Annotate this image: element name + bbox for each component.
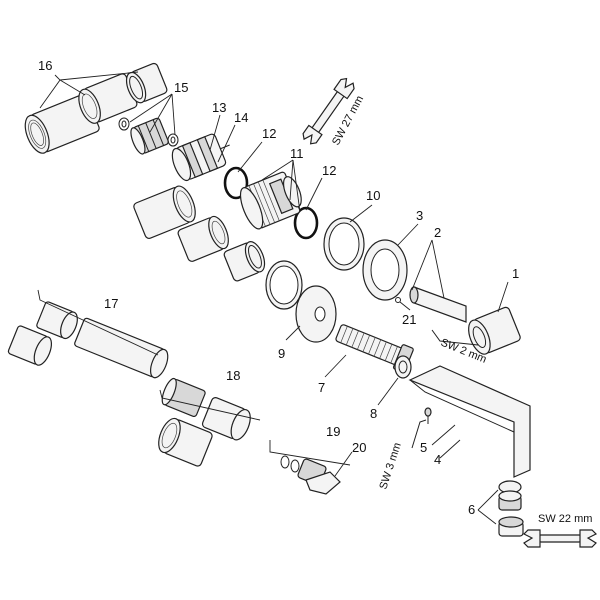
part-1-handle-cap: [468, 306, 521, 355]
part-9-ring-upper: [265, 260, 303, 310]
part-3-rosette: [362, 239, 408, 301]
part-6-aerator: [498, 480, 524, 537]
callout-7: 7: [318, 380, 325, 395]
callout-13: 13: [212, 100, 226, 115]
wrench-bottom-icon: [522, 529, 598, 548]
allen-key-3-icon: [411, 419, 427, 449]
callout-12-right: 12: [322, 163, 336, 178]
callout-5: 5: [420, 440, 427, 455]
part-17-tube-set: [7, 301, 169, 379]
callout-9: 9: [278, 346, 285, 361]
callout-18: 18: [226, 368, 240, 383]
callout-8: 8: [370, 406, 377, 421]
label-sw-3: SW 3 mm: [377, 441, 403, 491]
callout-15: 15: [174, 80, 188, 95]
callout-2: 2: [434, 225, 441, 240]
part-9-cover-plate: [295, 285, 337, 343]
part-18-valve-set: [158, 377, 251, 467]
callout-16: 16: [38, 58, 52, 73]
allen-key-2-icon: [431, 329, 479, 346]
label-sw-22: SW 22 mm: [538, 513, 592, 525]
part-19-20-small-parts: [280, 455, 341, 495]
leader-lines: [37, 71, 509, 525]
part-13-14-valve: [171, 133, 230, 182]
part-16-sleeves: [24, 62, 168, 154]
part-2-lever: [395, 286, 467, 323]
part-15-cartridge: [118, 117, 179, 155]
callout-14: 14: [234, 110, 248, 125]
callout-3: 3: [416, 208, 423, 223]
callout-21: 21: [402, 312, 416, 327]
part-10-flat-ring: [323, 217, 365, 271]
callout-11: 11: [290, 146, 304, 161]
part-4-spout: [408, 365, 531, 478]
part-12-o-rings: [223, 166, 319, 240]
callout-20: 20: [352, 440, 366, 455]
wrench-top-icon: [302, 77, 355, 145]
callout-19: 19: [326, 424, 340, 439]
callout-17: 17: [104, 296, 118, 311]
callout-10: 10: [366, 188, 380, 203]
callout-6: 6: [468, 502, 475, 517]
part-5-screw: [424, 407, 432, 424]
part-8-connector: [394, 355, 412, 379]
middle-sleeves: [133, 185, 266, 282]
part-11-threaded-body: [239, 171, 302, 230]
callout-4: 4: [434, 452, 441, 467]
callout-12-top: 12: [262, 126, 276, 141]
callout-1: 1: [512, 266, 519, 281]
callout-labels: 16 15 13 14 12 11 12 10 3 2 1 21 9 7 8 5…: [38, 58, 519, 517]
